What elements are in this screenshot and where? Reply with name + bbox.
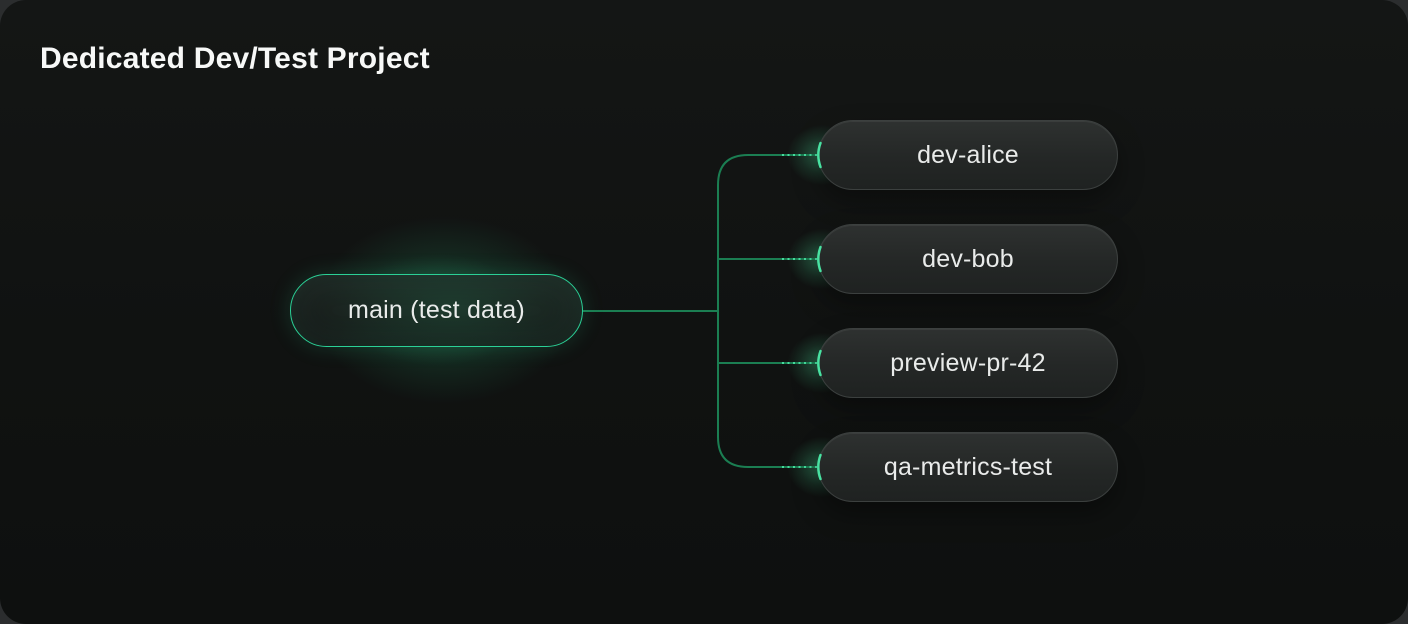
page-title: Dedicated Dev/Test Project	[40, 42, 430, 75]
branch-node-label: dev-alice	[917, 140, 1019, 169]
branch-node-preview-pr-42: preview-pr-42	[818, 328, 1118, 398]
branch-node-dev-bob: dev-bob	[818, 224, 1118, 294]
branch-node-dev-alice: dev-alice	[818, 120, 1118, 190]
branch-node-qa-metrics-test: qa-metrics-test	[818, 432, 1118, 502]
branch-node-label: qa-metrics-test	[883, 452, 1053, 481]
connector-trunk	[717, 154, 816, 468]
branch-node-label: preview-pr-42	[890, 348, 1046, 377]
branch-node-main: main (test data)	[290, 274, 583, 347]
branch-node-label: dev-bob	[922, 244, 1014, 273]
branch-node-label: main (test data)	[348, 296, 525, 324]
